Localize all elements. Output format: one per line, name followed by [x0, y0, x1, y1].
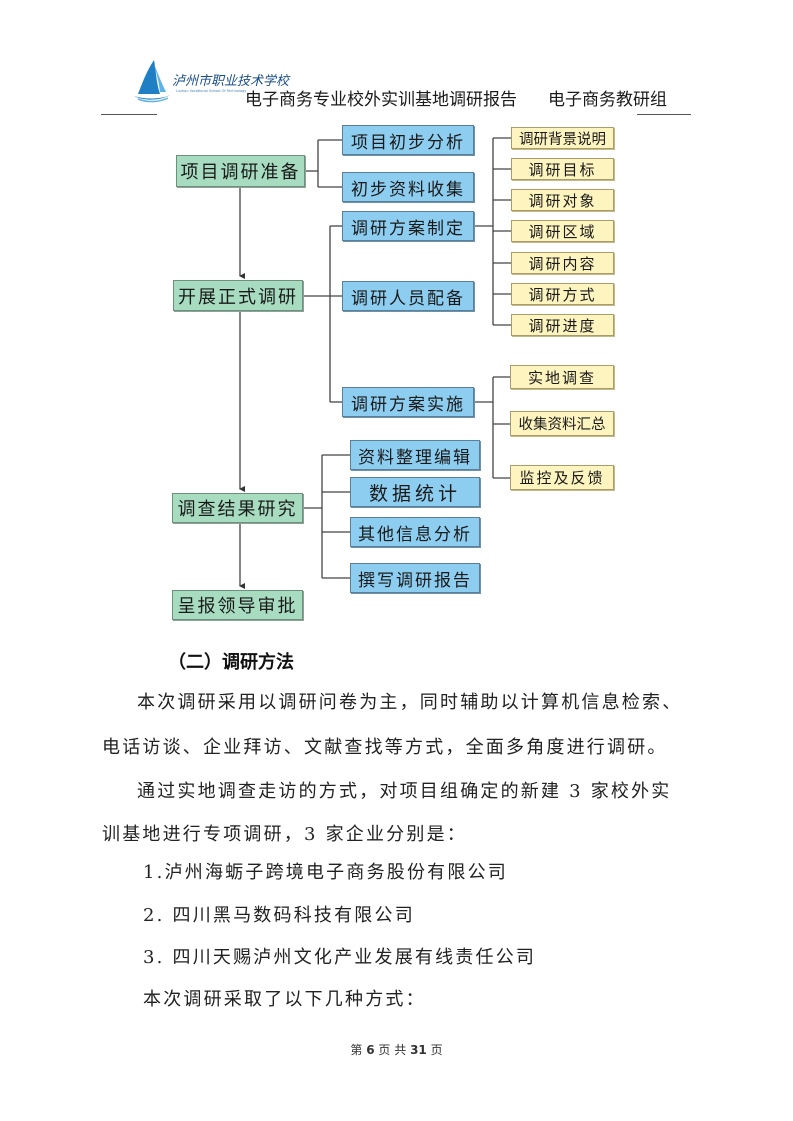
step-label: 调研方案制定: [351, 218, 465, 239]
item-label: 实地调查: [527, 368, 596, 387]
stage-label: 项目调研准备: [180, 162, 301, 183]
step-box: 调研方案实施: [342, 387, 474, 417]
section-heading: （二）调研方法: [168, 652, 294, 673]
item-label: 收集资料汇总: [518, 417, 606, 433]
step-box: 撰写调研报告: [350, 563, 480, 593]
step-label: 其他信息分析: [358, 524, 472, 545]
step-label: 调研方案实施: [351, 394, 465, 415]
company-item: 3. 四川天赐泸州文化产业发展有线责任公司: [143, 947, 537, 968]
header-rule-left: [101, 114, 157, 115]
item-box: 实地调查: [510, 365, 614, 389]
step-box: 资料整理编辑: [350, 440, 480, 470]
school-logo: 泸州市职业技术学校 Luzhou Vocational School Of Te…: [132, 58, 289, 104]
step-label: 初步资料收集: [351, 179, 465, 200]
item-label: 调研区域: [528, 222, 597, 241]
step-box: 初步资料收集: [342, 172, 474, 202]
item-box: 调研内容: [511, 252, 614, 274]
item-label: 调研方式: [528, 285, 597, 304]
step-label: 项目初步分析: [351, 132, 465, 153]
page-footer: 第 6 页 共 31 页: [0, 1041, 793, 1058]
paragraph-line: 电话访谈、企业拜访、文献查找等方式，全面多角度进行调研。: [102, 737, 668, 758]
step-box: 数据统计: [350, 477, 480, 507]
step-box: 其他信息分析: [350, 517, 480, 547]
item-box: 调研区域: [511, 220, 614, 242]
item-label: 监控及反馈: [519, 469, 605, 487]
stage-label: 呈报领导审批: [177, 596, 298, 617]
paragraph-line: 训基地进行专项调研，3 家企业分别是：: [102, 824, 467, 845]
paragraph-line: 本次调研采用以调研问卷为主，同时辅助以计算机信息检索、: [137, 692, 683, 713]
item-label: 调研进度: [528, 316, 597, 335]
sailboat-logo-icon: [134, 60, 170, 103]
item-box: 调研对象: [511, 189, 614, 211]
stage-box-results: 调查结果研究: [172, 493, 303, 523]
company-item: 1.泸州海蛎子跨境电子商务股份有限公司: [143, 862, 508, 883]
stage-label: 调查结果研究: [177, 499, 298, 520]
step-label: 数据统计: [368, 482, 461, 505]
logo-text: 泸州市职业技术学校: [172, 74, 290, 89]
stage-box-prep: 项目调研准备: [176, 155, 305, 187]
page-total: 31: [410, 1043, 427, 1057]
item-box: 调研进度: [511, 314, 614, 336]
step-box: 调研方案制定: [342, 211, 474, 241]
page-number: 6: [366, 1043, 375, 1057]
group-name: 电子商务教研组: [548, 90, 667, 110]
step-box: 项目初步分析: [342, 125, 474, 155]
item-box: 监控及反馈: [510, 465, 614, 490]
step-label: 调研人员配备: [351, 288, 465, 309]
footer-middle: 页 共: [378, 1043, 407, 1057]
footer-prefix: 第: [350, 1043, 363, 1057]
paragraph-line: 本次调研采取了以下几种方式：: [143, 989, 426, 1010]
item-label: 调研背景说明: [519, 131, 606, 148]
paragraph-line: 通过实地调查走访的方式，对项目组确定的新建 3 家校外实: [137, 781, 672, 802]
logo-subtext: Luzhou Vocational School Of Technology: [176, 89, 247, 93]
step-box: 调研人员配备: [342, 281, 474, 311]
stage-label: 开展正式调研: [178, 286, 298, 308]
header-rule-right: [637, 114, 691, 115]
item-box: 调研方式: [511, 283, 614, 305]
company-item: 2. 四川黑马数码科技有限公司: [143, 905, 415, 926]
item-label: 调研目标: [528, 160, 597, 179]
step-label: 资料整理编辑: [358, 447, 472, 468]
item-box: 收集资料汇总: [510, 411, 614, 436]
footer-suffix: 页: [430, 1043, 443, 1057]
stage-box-approval: 呈报领导审批: [172, 590, 303, 620]
step-label: 撰写调研报告: [358, 570, 472, 591]
item-label: 调研对象: [528, 191, 597, 210]
item-box: 调研背景说明: [511, 127, 614, 149]
item-label: 调研内容: [528, 254, 597, 273]
report-title: 电子商务专业校外实训基地调研报告: [245, 90, 517, 110]
stage-box-formal: 开展正式调研: [173, 280, 303, 311]
item-box: 调研目标: [511, 158, 614, 180]
